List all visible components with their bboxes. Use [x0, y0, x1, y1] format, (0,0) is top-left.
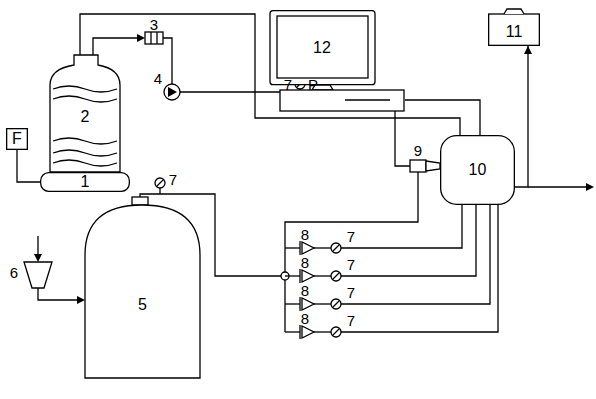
arrow-head: [137, 34, 145, 42]
callout-number: 12: [313, 40, 331, 56]
gas-branch: [314, 331, 331, 332]
gauge-stem: [159, 188, 160, 194]
pipe-line: [405, 100, 480, 135]
computer-outline: [265, 10, 405, 112]
gas-flowmeter: [302, 242, 314, 254]
meter-bar: [299, 325, 300, 339]
callout-number: 2: [81, 109, 90, 125]
callout-number: 7: [347, 313, 355, 328]
gas-tank: 5: [85, 205, 200, 378]
pipe-line: [515, 46, 528, 187]
callout-number: 1: [81, 174, 90, 190]
callout-number: 7: [347, 229, 355, 244]
flow-meter-mark: [150, 32, 151, 44]
pressure-gauge: [331, 271, 341, 281]
pressure-gauge: [331, 299, 341, 309]
compressor-inlet: [24, 262, 52, 288]
liquid-line: [163, 38, 172, 84]
gas-branch: [341, 205, 498, 332]
pressure-gauge: [155, 178, 165, 188]
analyzer-box: 11: [488, 8, 540, 46]
air-line: [37, 236, 38, 255]
stirrer-base: 1: [40, 172, 130, 192]
callout-number: 8: [301, 283, 309, 298]
gas-line: [93, 38, 138, 55]
gas-flowmeter: [302, 326, 314, 338]
callout-number: 8: [301, 311, 309, 326]
gas-flowmeter: [302, 270, 314, 282]
gauge-needle: [333, 245, 339, 251]
liquid-vessel: 2: [50, 55, 120, 172]
callout-number: 5: [138, 297, 147, 313]
callout-number: 10: [469, 162, 487, 178]
computer: 12: [265, 10, 405, 112]
callout-number: 7: [169, 172, 177, 187]
nozzle-tip: [426, 161, 440, 171]
pipe-connector: [405, 100, 480, 135]
pressure-gauge: [331, 327, 341, 337]
callout-number: 3: [150, 17, 158, 32]
flow-meter: [145, 32, 163, 44]
meter-bar: [299, 241, 300, 255]
reactor-vessel: 10: [440, 135, 515, 205]
gas-branch: [285, 275, 300, 276]
callout-number: 6: [10, 265, 18, 280]
gas-branch: [341, 205, 490, 304]
meter-bar: [299, 269, 300, 283]
gauge-needle: [333, 329, 339, 335]
gas-branch: [314, 247, 331, 248]
arrow-head: [524, 46, 532, 54]
pump-symbol: [164, 84, 180, 100]
gas-branch: [314, 275, 331, 276]
signal-box: F: [6, 128, 28, 150]
gas-branch: [285, 303, 300, 304]
gas-manifold: [285, 172, 418, 332]
gas-branch: [314, 303, 331, 304]
callout-number: 7: [284, 77, 292, 92]
pump-mark: [168, 87, 177, 97]
callout-number: 8: [301, 227, 309, 242]
callout-number: 9: [414, 143, 422, 158]
nozzle: [410, 160, 426, 172]
callout-number: 8: [301, 255, 309, 270]
arrow-head: [586, 183, 594, 191]
gas-flowmeter: [302, 298, 314, 310]
gas-branch: [341, 205, 476, 276]
pipe-line: [17, 150, 40, 182]
air-line: [38, 288, 78, 300]
callout-number: P: [308, 77, 318, 92]
arrow-head: [77, 296, 85, 304]
gas-branch: [285, 247, 300, 248]
flow-meter-mark: [156, 32, 157, 44]
gas-tank-outline: [85, 205, 200, 378]
gauge-needle: [157, 180, 163, 186]
tank-valve: [132, 197, 148, 205]
gauge-needle: [333, 301, 339, 307]
callout-number: F: [12, 131, 22, 147]
callout-number: 4: [154, 71, 162, 86]
pressure-gauge: [331, 243, 341, 253]
meter-bar: [299, 297, 300, 311]
arrow-head: [34, 254, 42, 262]
gauge-needle: [333, 273, 339, 279]
meter-rows: [285, 205, 498, 339]
callout-number: 7: [347, 257, 355, 272]
callout-number: 11: [506, 24, 523, 40]
callout-number: 7: [347, 285, 355, 300]
gas-branch: [285, 331, 300, 332]
outlet-line: [528, 186, 587, 187]
pipe-connector: [17, 150, 40, 182]
pipe-connector: [515, 46, 532, 187]
gas-branch: [341, 205, 462, 248]
